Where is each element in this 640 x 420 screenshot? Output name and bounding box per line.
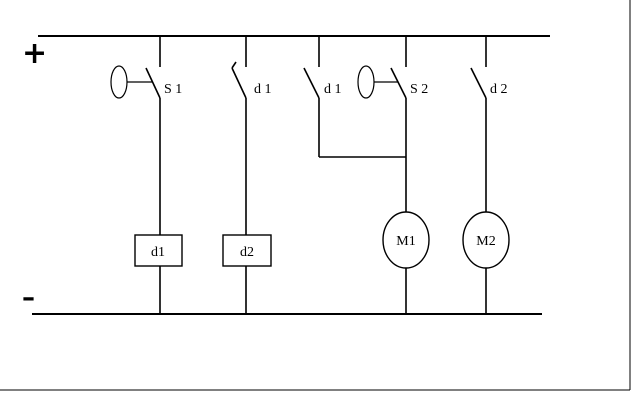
contact-d2-label: d 2: [490, 82, 508, 97]
coil-d1: [134, 234, 183, 267]
branch-d2: d 2 M2: [462, 36, 510, 314]
contact-d2: [470, 67, 487, 99]
branch-d1-contact: d 1 d2: [222, 36, 272, 314]
positive-label: +: [22, 36, 47, 71]
motor-m1-label: M1: [396, 234, 415, 249]
switch-s2: [390, 67, 407, 99]
pushbutton-s2: [357, 65, 375, 99]
negative-label: –: [22, 283, 35, 313]
coil-d1-label: d1: [151, 245, 165, 260]
branch-s2: S 2 M1: [357, 36, 430, 314]
branch-s1: S 1 d1: [110, 36, 183, 314]
switch-s1: [145, 67, 161, 99]
contact-d1-b: [303, 67, 320, 99]
pushbutton-s1: [110, 65, 128, 99]
motor-m2-label: M2: [476, 234, 495, 249]
switch-s2-label: S 2: [410, 82, 428, 97]
coil-d2: [222, 234, 272, 267]
coil-d2-label: d2: [240, 245, 254, 260]
contact-d1-b-label: d 1: [324, 82, 342, 97]
contact-d1-a: [231, 67, 247, 99]
contact-d1-a-label: d 1: [254, 82, 272, 97]
switch-s1-label: S 1: [164, 82, 182, 97]
branch-d1-parallel: d 1: [303, 36, 406, 158]
